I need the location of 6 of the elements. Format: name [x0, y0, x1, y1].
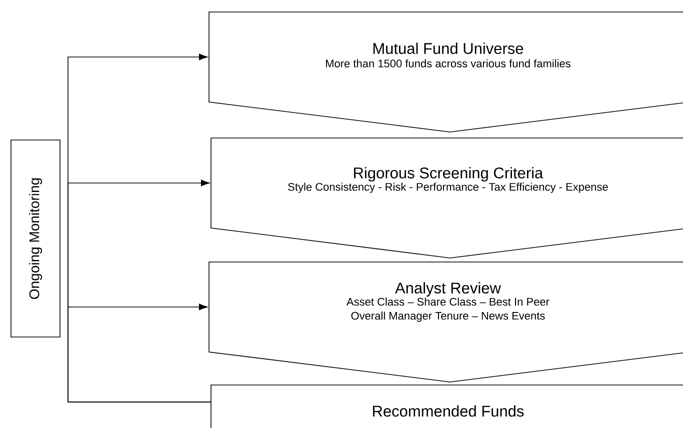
step-box: Analyst Review Asset Class – Share Class – Best In Peer Overall Manager Tenure – News Events [208, 262, 683, 382]
arrow [68, 304, 212, 402]
step-box: Mutual Fund Universe More than 1500 funds across various fund families [208, 12, 683, 132]
label-box: Ongoing Monitoring [10, 140, 60, 338]
step-box: Rigorous Screening Criteria Style Consistency - Risk - Performance - Tax Efficiency - Expense [210, 138, 683, 258]
step-box: Recommended Funds [210, 384, 683, 428]
